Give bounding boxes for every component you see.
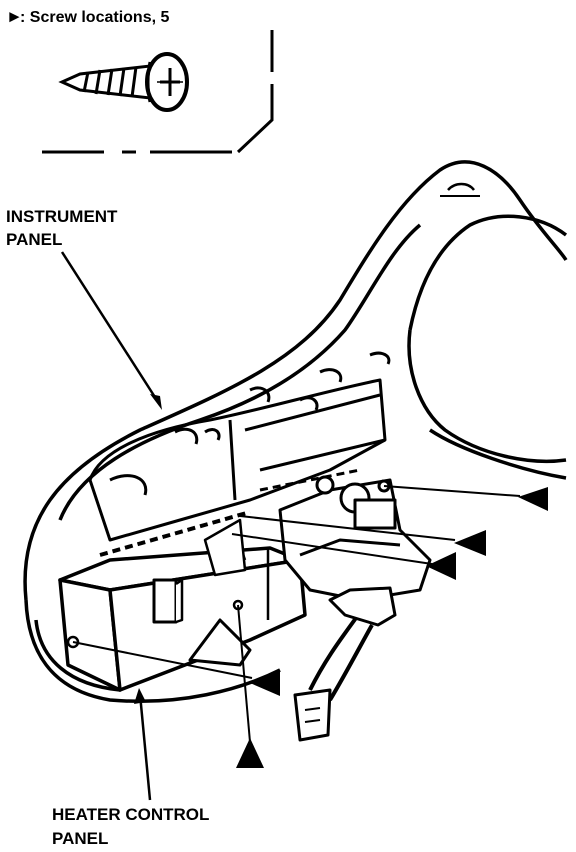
screw-arrow-icon-4 [250, 670, 280, 696]
screw-icon [58, 52, 189, 112]
legend-text: : Screw locations, 5 [20, 9, 169, 26]
heater-control-leader-arrowhead [134, 688, 146, 704]
instrument-panel-leader-arrowhead [150, 394, 162, 410]
heater-control-label-line2: PANEL [52, 829, 108, 848]
heater-control-unit [58, 518, 307, 692]
screw-arrow-icon-1 [518, 487, 548, 511]
instrument-panel-leader [60, 251, 162, 406]
instrument-panel-label-line2: PANEL [6, 230, 62, 249]
instrument-panel-label-line1: INSTRUMENT [6, 207, 118, 226]
screw-arrow-icon-5 [236, 738, 264, 768]
legend-box: ► : Screw locations, 5 [6, 7, 274, 154]
heater-control-leader [138, 693, 152, 801]
screw-arrow-icon-3 [426, 552, 456, 580]
screw-arrow-icon-2 [454, 530, 486, 556]
instrument-cluster [88, 351, 391, 557]
screw-callouts [72, 485, 548, 768]
legend-border [42, 30, 274, 154]
dashboard-outline [23, 160, 568, 704]
wiring-harness [278, 475, 432, 742]
heater-control-label-line1: HEATER CONTROL [52, 805, 209, 824]
legend-marker-icon: ► [6, 7, 23, 26]
control-knob-icon [152, 578, 178, 624]
